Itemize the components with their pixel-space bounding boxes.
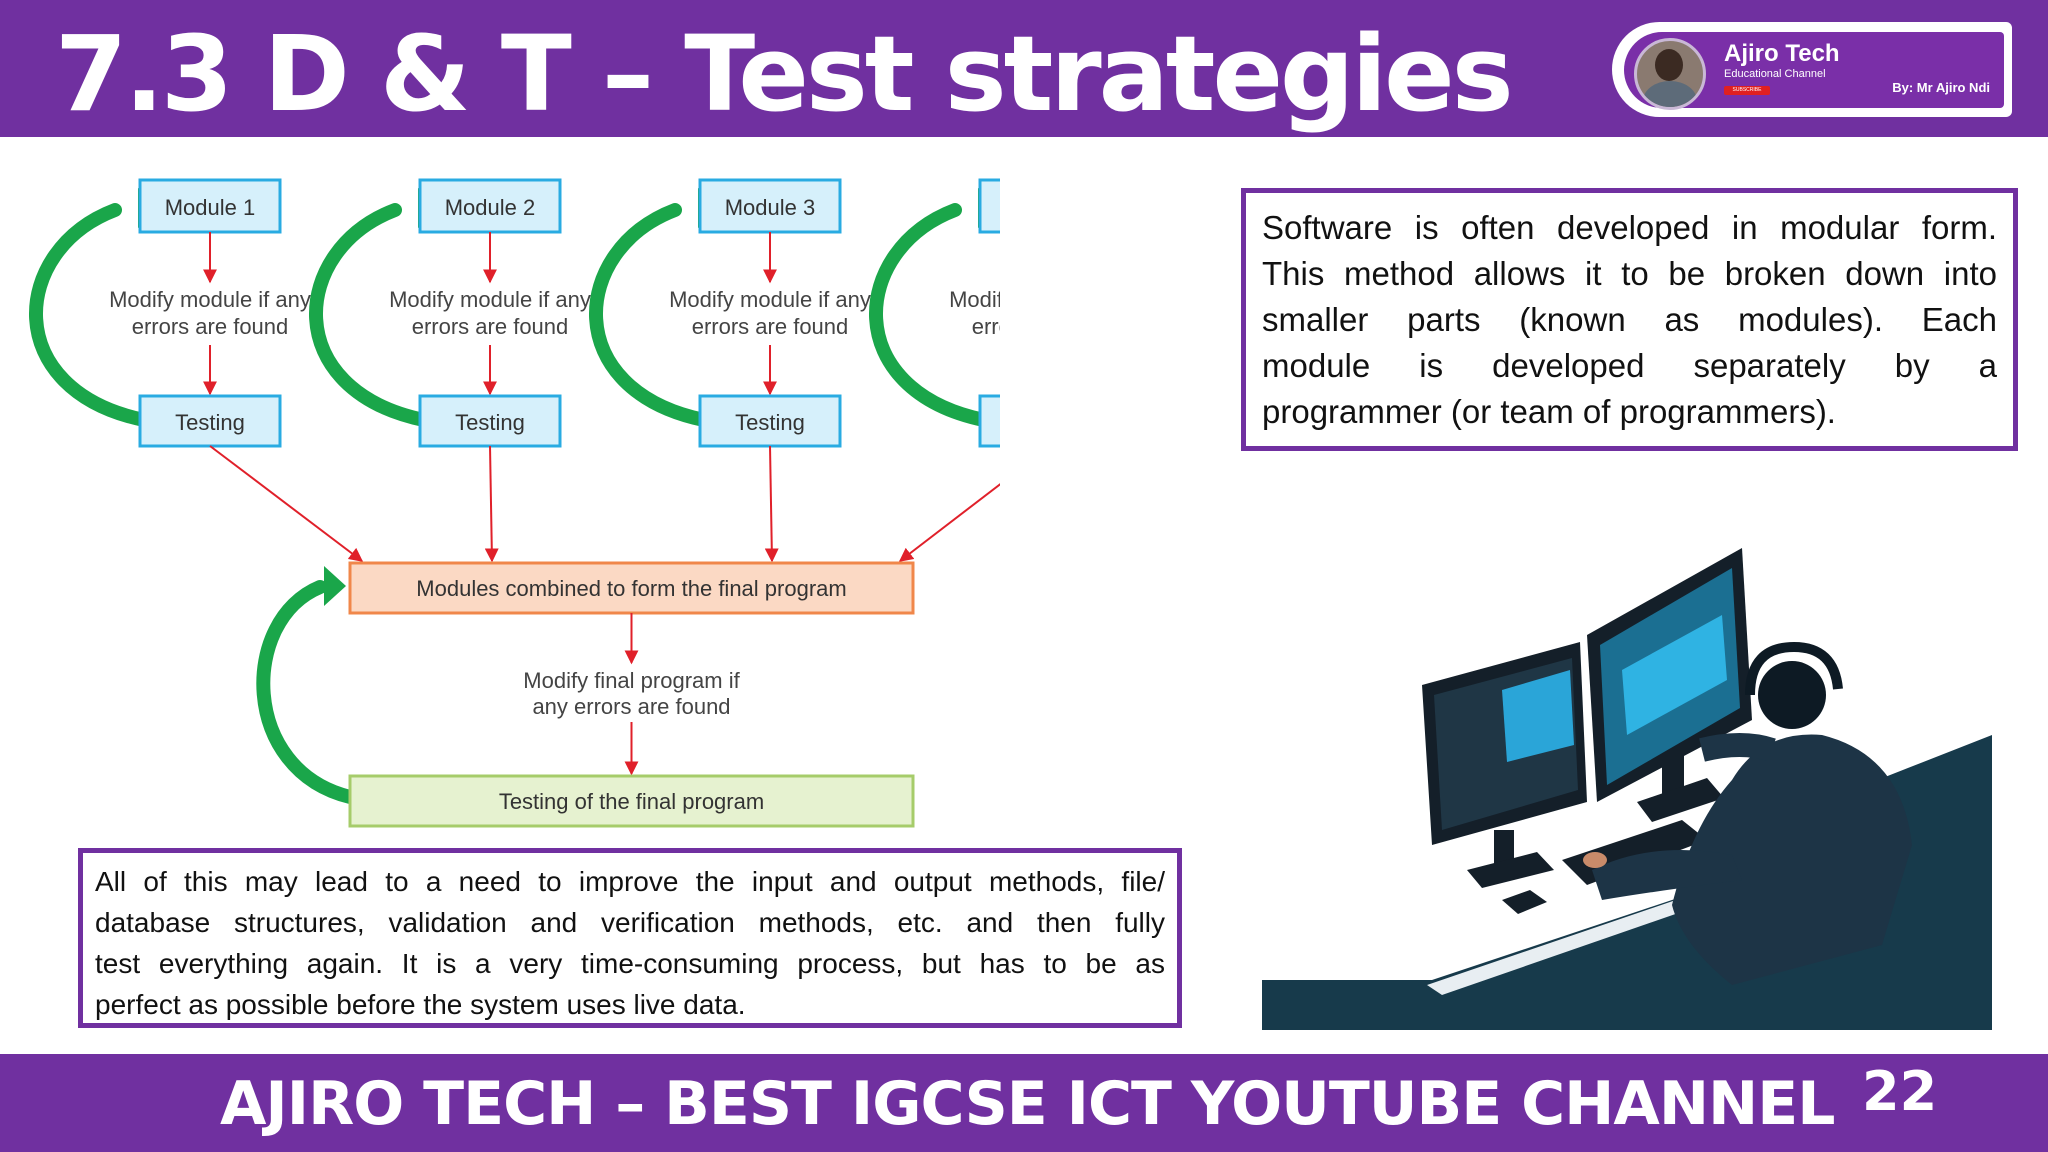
modify-text: Modify module if any xyxy=(389,287,591,312)
feedback-loop-arrow xyxy=(29,203,151,427)
description-box: Software is often developed in modular f… xyxy=(1241,188,2018,451)
final-testing-box xyxy=(348,774,915,828)
combined-box xyxy=(348,561,915,615)
note-line: All of this may lead to a need to improv… xyxy=(95,866,1165,897)
merge-arrow xyxy=(484,445,499,563)
note-line: database structures, validation and veri… xyxy=(95,907,1165,938)
final-modify-text: any errors are found xyxy=(532,694,730,719)
feedback-loop-arrow xyxy=(589,203,711,427)
merge-arrow xyxy=(209,445,364,562)
logo-channel-subtitle: Educational Channel xyxy=(1724,68,1826,80)
modify-text: errors are found xyxy=(412,314,569,339)
testing-label: Testing xyxy=(735,410,805,435)
module-box xyxy=(698,178,842,234)
merge-arrow xyxy=(764,445,779,563)
modify-text: Modify module if any xyxy=(949,287,1000,312)
modify-text: Modify module if any xyxy=(109,287,311,312)
feedback-loop-arrow xyxy=(309,203,431,427)
footer-bar: AJIRO TECH – BEST IGCSE ICT YOUTUBE CHAN… xyxy=(0,1054,2048,1152)
testing-box xyxy=(138,394,282,448)
final-feedback-loop-arrowhead xyxy=(324,566,346,606)
modify-text: errors are found xyxy=(972,314,1000,339)
testing-label: Testing xyxy=(455,410,525,435)
description-line: module is developed separately by a xyxy=(1262,347,1997,384)
logo-subscribe-badge: SUBSCRIBE xyxy=(1724,86,1770,95)
modify-text: errors are found xyxy=(692,314,849,339)
description-line: This method allows it to be broken down … xyxy=(1262,255,1997,292)
module-box xyxy=(418,178,562,234)
avatar xyxy=(1634,38,1706,110)
module-label: Module 1 xyxy=(165,195,256,220)
modify-text: errors are found xyxy=(132,314,289,339)
phone xyxy=(1502,890,1547,914)
note-line: test everything again. It is a very time… xyxy=(95,948,1165,979)
merge-arrow xyxy=(898,483,1000,562)
module-box xyxy=(978,178,1000,234)
left-monitor xyxy=(1422,642,1587,888)
logo-panel: Ajiro Tech Educational Channel SUBSCRIBE… xyxy=(1624,32,2004,110)
modify-text: Modify module if any xyxy=(669,287,871,312)
module-label: Module 3 xyxy=(725,195,816,220)
description-line: programmer (or team of programmers). xyxy=(1262,393,1836,430)
page-number: 22 xyxy=(1862,1060,1938,1123)
testing-box xyxy=(978,394,1000,448)
slide-title: 7.3 D & T – Test strategies xyxy=(55,13,1514,135)
logo-author: By: Mr Ajiro Ndi xyxy=(1892,80,1990,95)
note-box: All of this may lead to a need to improv… xyxy=(78,848,1182,1028)
channel-logo: Ajiro Tech Educational Channel SUBSCRIBE… xyxy=(1612,22,2012,117)
feedback-loop-arrow xyxy=(869,203,991,427)
header-bar: 7.3 D & T – Test strategies Ajiro Tech E… xyxy=(0,0,2048,137)
final-modify-text: Modify final program if xyxy=(523,668,740,693)
person xyxy=(1583,641,1912,985)
note-line: perfect as possible before the system us… xyxy=(95,989,746,1020)
footer-channel-banner: AJIRO TECH – BEST IGCSE ICT YOUTUBE CHAN… xyxy=(220,1069,1835,1139)
module-label: Module 2 xyxy=(445,195,536,220)
combined-label: Modules combined to form the final progr… xyxy=(416,576,846,601)
logo-channel-name: Ajiro Tech xyxy=(1724,40,1840,67)
final-feedback-loop-arrow xyxy=(256,580,357,804)
testing-label: Testing xyxy=(175,410,245,435)
programmer-illustration xyxy=(1262,548,1992,1030)
description-line: Software is often developed in modular f… xyxy=(1262,209,1997,246)
description-line: smaller parts (known as modules). Each xyxy=(1262,301,1997,338)
final-testing-label: Testing of the final program xyxy=(499,789,764,814)
